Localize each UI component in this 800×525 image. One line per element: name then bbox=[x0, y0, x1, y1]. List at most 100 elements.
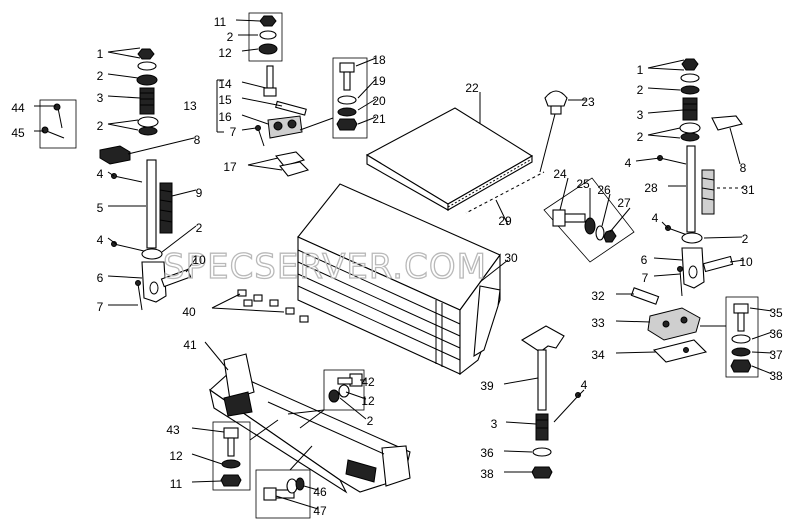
washer-part-2-right-low bbox=[681, 232, 703, 244]
callout-c12a: 12 bbox=[218, 46, 232, 60]
hinge-rod-part-29 bbox=[465, 171, 545, 214]
bolt-part-24 bbox=[552, 209, 566, 227]
callout-c9a: 9 bbox=[196, 186, 203, 200]
strut-rod-part-5 bbox=[146, 159, 157, 249]
callout-c20: 20 bbox=[372, 94, 386, 108]
mount-part-39 bbox=[520, 325, 581, 479]
nut-part-11-top bbox=[259, 15, 277, 27]
callout-c6b: 6 bbox=[641, 253, 648, 267]
bracket-part-33 bbox=[647, 307, 701, 341]
callout-c34: 34 bbox=[591, 348, 605, 362]
bolt-part-35 bbox=[733, 303, 749, 314]
pin-part-44 bbox=[57, 107, 63, 129]
washer-part-12-low bbox=[221, 459, 241, 469]
spring-part-9 bbox=[159, 182, 173, 234]
plate-part-34 bbox=[652, 339, 708, 363]
nut-part-38 bbox=[730, 359, 752, 373]
nut-part-38-mount bbox=[531, 466, 553, 479]
cotter-pin-part-7-left bbox=[137, 283, 143, 311]
knob-part-23 bbox=[544, 90, 568, 115]
callout-c2d: 2 bbox=[227, 30, 234, 44]
spring-part-3-mount bbox=[535, 413, 549, 441]
callout-c15: 15 bbox=[218, 93, 232, 107]
callout-c1a: 1 bbox=[97, 47, 104, 61]
callout-c6a: 6 bbox=[97, 271, 104, 285]
callout-c26: 26 bbox=[597, 183, 611, 197]
crossmember-part-41 bbox=[209, 353, 411, 494]
watermark-text: SPECSERVER.COM bbox=[163, 247, 487, 287]
bolt-part-18 bbox=[339, 62, 355, 73]
washer-part-36-mount bbox=[532, 447, 552, 457]
callout-c8a: 8 bbox=[194, 133, 201, 147]
callout-c37: 37 bbox=[769, 348, 783, 362]
callout-c2a: 2 bbox=[97, 69, 104, 83]
callout-c2c: 2 bbox=[196, 221, 203, 235]
callout-c21: 21 bbox=[372, 112, 386, 126]
bracket-part-8-left bbox=[99, 145, 131, 165]
callout-c8b: 8 bbox=[740, 161, 747, 175]
nut-part-1-right bbox=[681, 58, 699, 71]
callout-c10b: 10 bbox=[739, 255, 753, 269]
callout-c16: 16 bbox=[218, 110, 232, 124]
callout-c30: 30 bbox=[504, 251, 518, 265]
callout-c31: 31 bbox=[741, 183, 755, 197]
callout-c7c: 7 bbox=[642, 271, 649, 285]
cotter-pin-part-4-right bbox=[659, 157, 687, 165]
callout-c2g: 2 bbox=[742, 232, 749, 246]
callout-c36b: 36 bbox=[480, 446, 494, 460]
callout-c13: 13 bbox=[183, 99, 197, 113]
nut-part-1-left bbox=[137, 48, 155, 60]
pin-part-10-right bbox=[702, 255, 734, 273]
callout-c23: 23 bbox=[581, 95, 595, 109]
cotter-pin-part-7-top bbox=[257, 127, 265, 147]
callout-c42: 42 bbox=[361, 375, 375, 389]
callout-c2e: 2 bbox=[637, 83, 644, 97]
callout-c12c: 12 bbox=[169, 449, 183, 463]
cotter-pin-part-4-mount bbox=[553, 395, 579, 423]
pin-part-32 bbox=[630, 287, 660, 305]
washer-part-2-right-mid bbox=[680, 132, 700, 142]
callout-c19: 19 bbox=[372, 74, 386, 88]
callout-c29: 29 bbox=[498, 214, 512, 228]
callout-c25: 25 bbox=[576, 177, 590, 191]
callout-c3b: 3 bbox=[637, 108, 644, 122]
callout-c11b: 11 bbox=[170, 477, 183, 491]
callout-c18: 18 bbox=[372, 53, 386, 67]
callout-c4d: 4 bbox=[652, 211, 659, 225]
nut-part-21 bbox=[336, 118, 358, 131]
callout-c38b: 38 bbox=[480, 467, 494, 481]
washer-part-2-right bbox=[680, 85, 700, 95]
callout-c4e: 4 bbox=[581, 378, 588, 392]
callout-c3c: 3 bbox=[491, 417, 498, 431]
cotter-pin-part-4-left-lower bbox=[113, 243, 145, 252]
callout-c40: 40 bbox=[182, 305, 196, 319]
callout-c22: 22 bbox=[465, 81, 479, 95]
plate-part-17 bbox=[275, 151, 306, 167]
bolt-set-35-38 bbox=[725, 296, 759, 378]
washer-part-2-left bbox=[136, 74, 158, 86]
cotter-pin-part-7-right bbox=[679, 269, 683, 297]
pin-group-box-left bbox=[39, 99, 77, 149]
callout-c2f: 2 bbox=[637, 130, 644, 144]
callout-c4a: 4 bbox=[97, 167, 104, 181]
pin-part-15 bbox=[275, 100, 307, 116]
callout-c27: 27 bbox=[617, 196, 631, 210]
callout-c28: 28 bbox=[644, 181, 658, 195]
washer-part-12-top bbox=[258, 43, 278, 55]
callout-c3a: 3 bbox=[97, 91, 104, 105]
washer-part-25 bbox=[584, 217, 596, 235]
washer-part-36 bbox=[731, 334, 751, 344]
callout-c33: 33 bbox=[591, 316, 605, 330]
callout-c4c: 4 bbox=[625, 156, 632, 170]
bolt-part-47 bbox=[263, 487, 277, 501]
callout-c17: 17 bbox=[223, 160, 237, 174]
cotter-pin-part-4-left bbox=[113, 175, 143, 183]
callout-c41: 41 bbox=[183, 338, 197, 352]
callout-c46: 46 bbox=[313, 485, 327, 499]
left-strut-assembly bbox=[39, 48, 192, 311]
callout-c12b: 12 bbox=[361, 394, 375, 408]
bolt-part-43 bbox=[223, 427, 239, 439]
callout-c11a: 11 bbox=[214, 15, 227, 29]
callout-c32: 32 bbox=[591, 289, 605, 303]
